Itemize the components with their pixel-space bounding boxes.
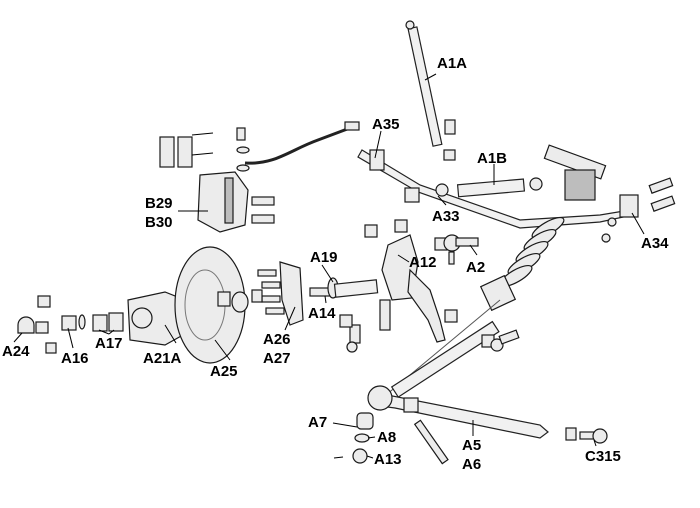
label-a12: A12 [409,254,437,271]
part-backing-plate [251,261,304,326]
part-c315-rod-end [565,427,608,444]
part-a2-tie-rod-end [443,234,479,265]
label-a24: A24 [2,343,30,360]
part-brake-caliper [159,121,360,233]
part-lower-arm [367,299,549,439]
label-a8: A8 [377,429,397,446]
leader-lines [13,73,645,459]
part-shock-absorber [479,144,607,312]
part-a1b-rod [456,177,543,198]
label-a6: A6 [462,456,482,473]
label-a16: A16 [61,350,89,367]
label-a14: A14 [308,305,336,322]
label-a34: A34 [641,235,669,252]
part-bushing-set [333,412,449,465]
part-hub-assembly [17,246,249,364]
label-a1b: A1B [477,150,508,167]
part-stub-axle [309,277,379,299]
label-a1a: A1A [437,55,468,72]
label-a26: A26 [263,331,291,348]
label-a33: A33 [432,208,460,225]
label-a2: A2 [466,259,486,276]
label-a19: A19 [310,249,338,266]
label-a17: A17 [95,335,123,352]
label-b29: B29 [145,195,173,212]
part-steering-knuckle [339,219,458,353]
label-a5: A5 [462,437,482,454]
label-a7: A7 [308,414,328,431]
label-a13: A13 [374,451,402,468]
label-c315: C315 [585,448,621,465]
label-a35: A35 [372,116,400,133]
label-a27: A27 [263,350,291,367]
label-b30: B30 [145,214,173,231]
label-a21a: A21A [143,350,182,367]
part-a1a-rod [405,20,456,161]
label-a25: A25 [210,363,238,380]
part-a34-bracket [601,177,676,243]
